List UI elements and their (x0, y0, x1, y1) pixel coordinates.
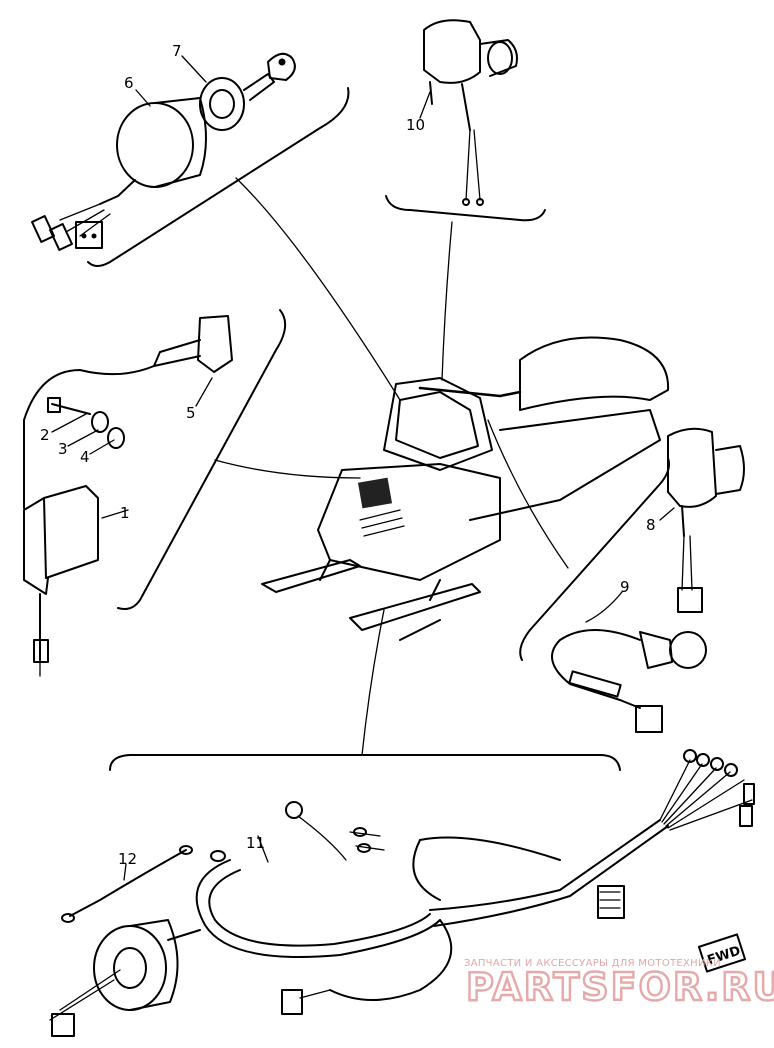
watermark-brand: PARTSFOR.RU (466, 965, 774, 1009)
callout-6: 6 (124, 74, 134, 92)
callout-5: 5 (186, 404, 196, 422)
ignition-key (199, 52, 296, 131)
coil-bolt (47, 397, 91, 415)
watermark: ЗАПЧАСТИ И АКСЕССУАРЫ ДЛЯ МОТОТЕХНИКИ PA… (464, 958, 774, 1010)
coil-washer-2 (107, 427, 125, 449)
throttle-cable-switch (551, 629, 707, 733)
handlebar-stop-switch (423, 19, 518, 206)
group-bracket-handlebar-switch (385, 195, 546, 222)
callout-7: 7 (172, 42, 182, 60)
coil-washer-1 (91, 411, 109, 433)
callout-9: 9 (620, 578, 630, 596)
snowmobile-illustration (261, 336, 670, 641)
ground-wire (61, 845, 193, 923)
watermark-tagline: ЗАПЧАСТИ И АКСЕССУАРЫ ДЛЯ МОТОТЕХНИКИ (464, 958, 721, 969)
callout-12: 12 (118, 850, 137, 868)
main-wire-harness (195, 749, 755, 1015)
ignition-coil (23, 365, 155, 677)
throttle-housing (667, 427, 745, 613)
callout-1: 1 (120, 504, 130, 522)
callout-3: 3 (58, 440, 68, 458)
spark-plug-cap (153, 315, 233, 373)
callout-11: 11 (246, 834, 265, 852)
group-bracket-ignition (87, 87, 350, 267)
callout-8: 8 (646, 516, 656, 534)
leader-lines (214, 177, 569, 756)
callout-10: 10 (406, 116, 425, 134)
callout-labels: 1 2 3 4 5 6 7 8 9 10 11 12 (40, 42, 656, 868)
callout-4: 4 (80, 448, 90, 466)
main-switch-body (31, 97, 207, 251)
group-bracket-coil (117, 309, 287, 610)
callout-leaders (51, 55, 675, 881)
lighting-coil-drum (49, 919, 201, 1037)
group-bracket-harness (109, 754, 621, 771)
callout-2: 2 (40, 426, 50, 444)
